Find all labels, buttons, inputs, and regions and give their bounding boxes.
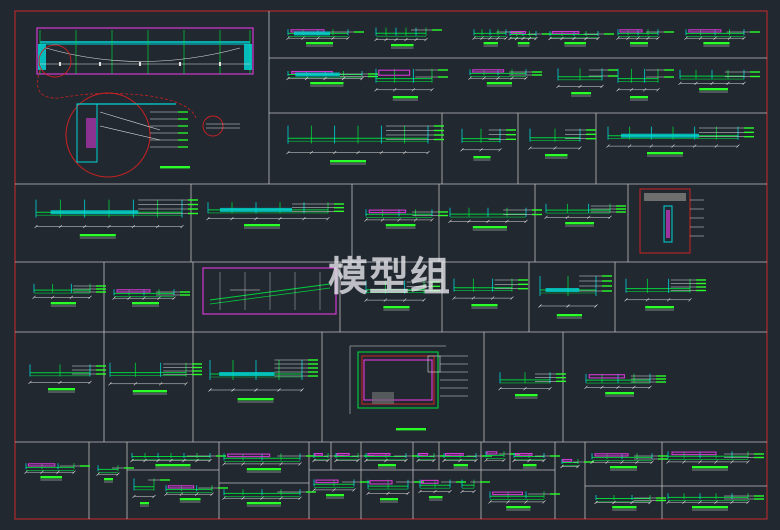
- detail-drawing: [616, 68, 674, 101]
- main-ceiling-section: [36, 27, 254, 178]
- detail-drawing: [548, 30, 614, 47]
- detail-drawing: [130, 453, 226, 469]
- detail-drawing: [452, 278, 528, 309]
- detail-drawing: [96, 465, 134, 483]
- detail-drawing: [132, 478, 170, 507]
- detail-drawing: [374, 27, 442, 49]
- detail-drawing: [616, 29, 674, 47]
- sheet-outer-border: [14, 10, 768, 520]
- highlighted-detail: [639, 188, 704, 254]
- detail-drawing: [206, 202, 344, 229]
- detail-drawing: [112, 289, 190, 307]
- detail-drawing: [508, 30, 552, 47]
- detail-drawing: [24, 463, 90, 481]
- detail-drawing: [606, 126, 754, 157]
- detail-drawing: [286, 70, 378, 87]
- detail-drawing: [556, 68, 618, 97]
- detail-drawing: [472, 29, 522, 47]
- detail-drawing: [32, 283, 106, 307]
- detail-drawing: [34, 199, 198, 239]
- detail-drawing: [366, 479, 424, 503]
- detail-drawing: [624, 278, 706, 311]
- sloped-detail: [202, 267, 337, 315]
- detail-drawing: [108, 362, 202, 395]
- panel-grid: [15, 11, 767, 519]
- detail-drawing: [584, 373, 666, 397]
- plan-detail: [349, 345, 468, 431]
- detail-drawing: [442, 452, 492, 469]
- detail-drawings: [24, 27, 764, 511]
- detail-drawing: [498, 372, 566, 399]
- detail-drawing: [312, 479, 370, 499]
- detail-drawing: [594, 495, 666, 511]
- detail-drawing: [286, 29, 364, 47]
- detail-drawing: [678, 69, 760, 93]
- detail-drawing: [460, 128, 516, 161]
- detail-drawing: [488, 491, 560, 511]
- detail-drawing: [222, 489, 316, 507]
- detail-drawing: [374, 68, 448, 101]
- detail-drawing: [528, 128, 596, 159]
- detail-drawing: [666, 493, 764, 511]
- detail-drawing: [286, 125, 444, 165]
- detail-drawing: [538, 275, 612, 319]
- detail-drawing: [544, 203, 626, 227]
- detail-drawing: [364, 209, 448, 229]
- detail-drawing: [460, 479, 490, 494]
- detail-drawing: [222, 453, 316, 473]
- detail-drawing: [666, 451, 764, 471]
- detail-drawing: [418, 479, 466, 501]
- detail-drawing: [28, 364, 106, 393]
- detail-drawing: [416, 452, 450, 463]
- detail-drawing: [208, 359, 318, 403]
- detail-drawing: [364, 280, 440, 311]
- detail-drawing: [468, 69, 542, 87]
- detail-drawing: [590, 453, 668, 471]
- detail-drawing: [684, 29, 760, 47]
- detail-drawing: [512, 452, 560, 469]
- detail-drawing: [448, 207, 542, 231]
- detail-drawing: [364, 452, 422, 469]
- detail-drawing: [164, 485, 228, 503]
